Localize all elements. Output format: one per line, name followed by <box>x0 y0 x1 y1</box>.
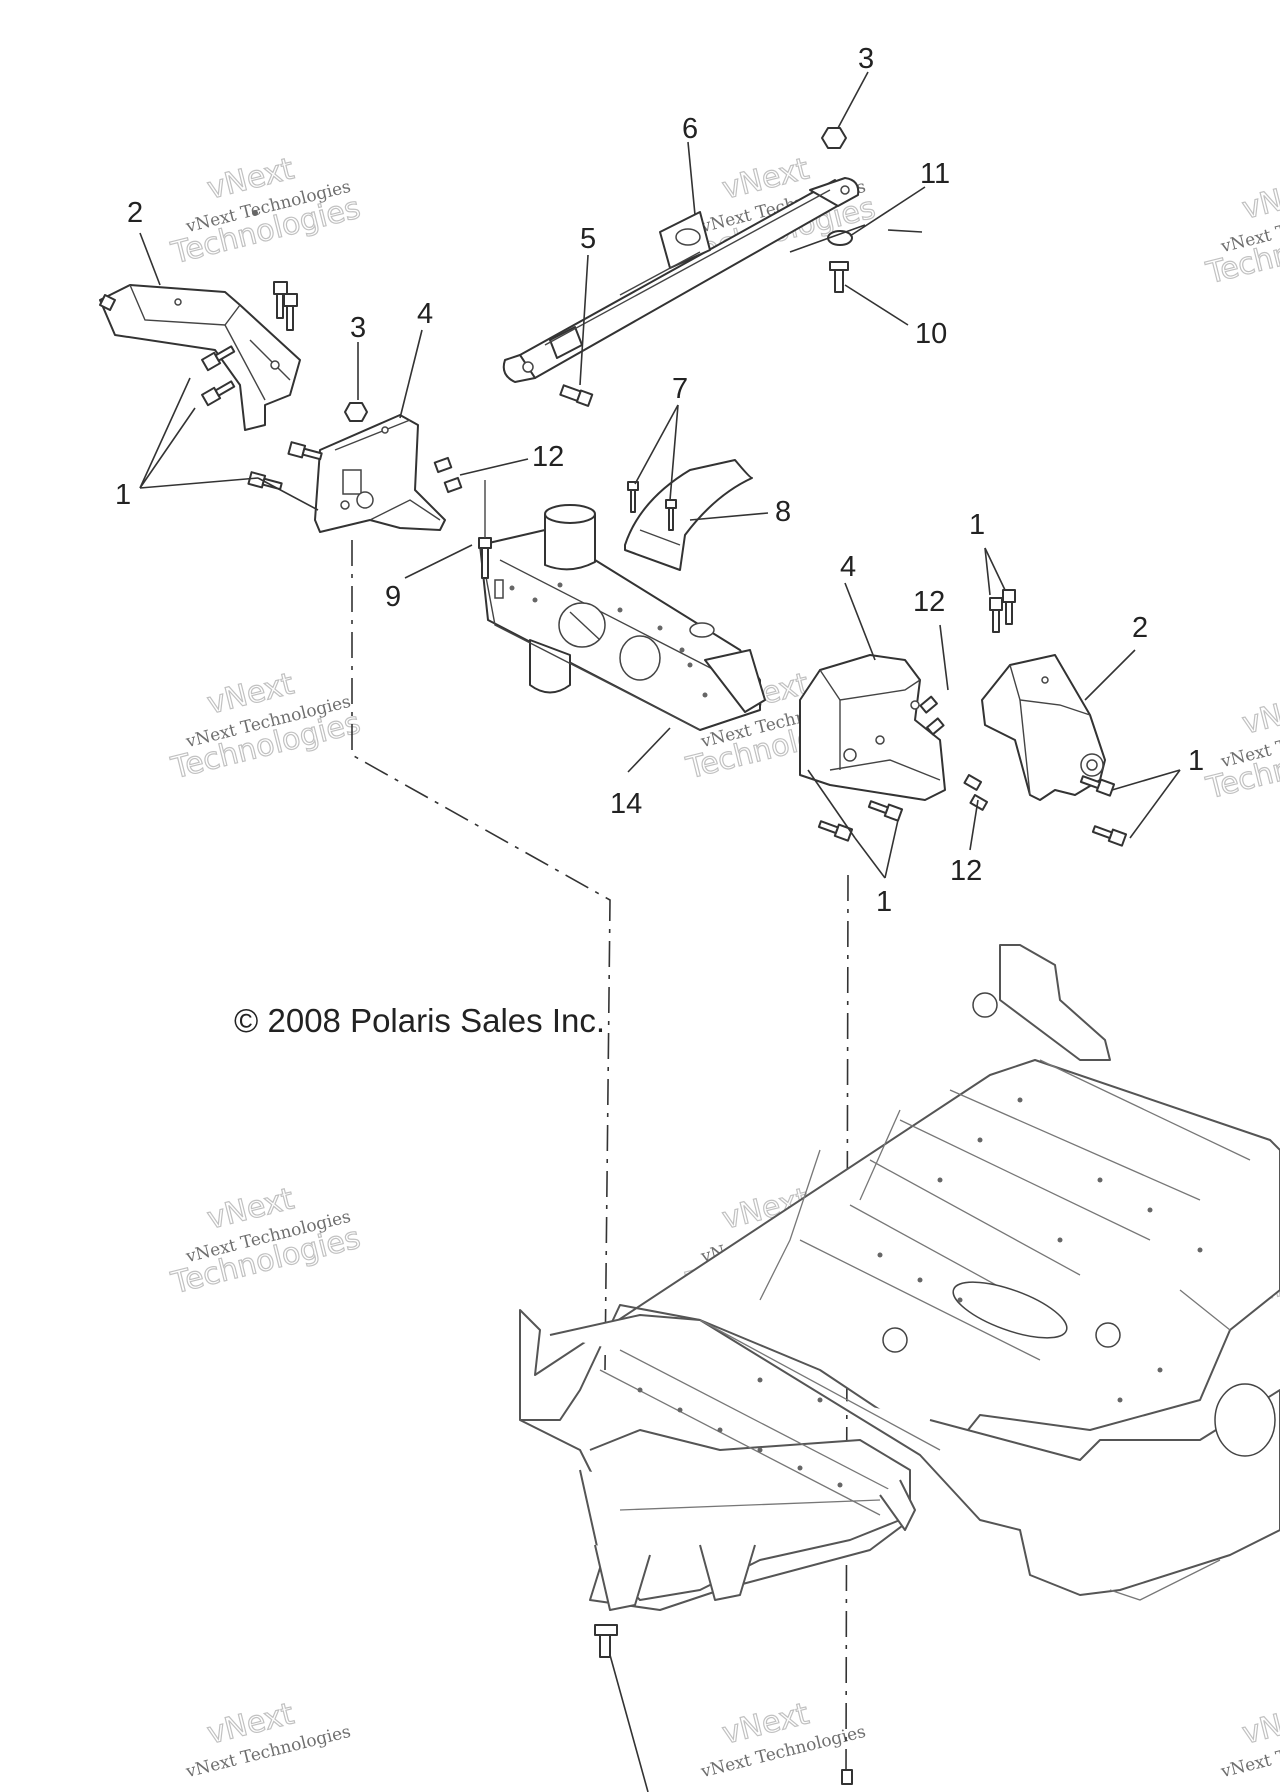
svg-text:vNext: vNext <box>1239 1696 1280 1751</box>
callout-6: 6 <box>682 113 698 145</box>
watermark: vNext vNext Technologies <box>183 1696 353 1783</box>
callout-2-right: 2 <box>1132 612 1148 644</box>
watermark: vNext vNext Technologies Technologies <box>1202 171 1280 292</box>
watermark: vNext vNext Technologies <box>698 1696 868 1783</box>
copyright-notice: © 2008 Polaris Sales Inc. <box>234 1002 605 1039</box>
callout-8: 8 <box>775 496 791 528</box>
bracket-right <box>981 654 1106 801</box>
callout-12-right-bottom: 12 <box>950 855 982 887</box>
callout-1-left: 1 <box>115 479 131 511</box>
vehicle-frame <box>519 944 1280 1611</box>
callout-3-left: 3 <box>350 312 366 344</box>
watermark: vNext vNext Technologies Technologies <box>1202 686 1280 807</box>
callout-3-top: 3 <box>858 43 874 75</box>
leader-lines <box>139 71 1181 1792</box>
callout-5: 5 <box>580 223 596 255</box>
callout-12-left: 12 <box>532 441 564 473</box>
callout-4-right: 4 <box>840 551 856 583</box>
plate-left <box>314 414 446 533</box>
callouts: 3 6 11 10 2 5 3 4 12 1 7 8 9 14 4 12 1 2… <box>115 43 1204 918</box>
callout-10: 10 <box>915 318 947 350</box>
cover-plate <box>624 459 753 571</box>
callout-9: 9 <box>385 581 401 613</box>
watermark: vNext vNext Technologies Technologies <box>167 666 365 787</box>
watermark: vNext vNext Technologies <box>1218 1696 1280 1783</box>
watermark: vNext vNext Technologies Technologies <box>167 1181 365 1302</box>
bracket-left <box>99 284 301 431</box>
callout-4-left: 4 <box>417 298 433 330</box>
callout-1-bottom: 1 <box>876 886 892 918</box>
callout-1-right-top: 1 <box>969 509 985 541</box>
svg-text:vNext: vNext <box>1239 171 1280 226</box>
center-housing <box>479 504 766 731</box>
callout-2-left: 2 <box>127 197 143 229</box>
svg-text:Technologies: Technologies <box>1202 211 1280 292</box>
callout-14: 14 <box>610 788 642 820</box>
svg-text:Technologies: Technologies <box>1202 726 1280 807</box>
plate-right <box>799 654 946 801</box>
callout-12-right-top: 12 <box>913 586 945 618</box>
steering-crossbar <box>502 177 860 383</box>
callout-11: 11 <box>920 158 950 190</box>
hardware <box>201 127 1128 1785</box>
callout-7: 7 <box>672 373 688 405</box>
nut-top <box>821 127 847 149</box>
svg-text:vNext: vNext <box>1239 686 1280 741</box>
watermark: vNext vNext Technologies Technologies <box>167 151 365 272</box>
assembly-line-left <box>351 540 611 1371</box>
callout-1-right: 1 <box>1188 745 1204 777</box>
